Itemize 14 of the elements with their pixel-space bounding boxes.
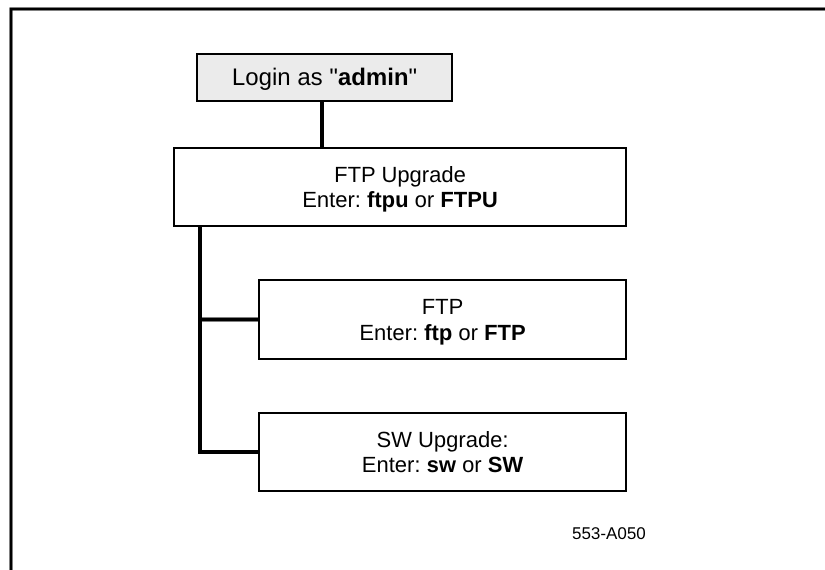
connector-line bbox=[320, 102, 324, 147]
node-instruction: Enter: ftp or FTP bbox=[359, 320, 526, 345]
process-box bbox=[173, 147, 627, 227]
node-title: Login as "admin" bbox=[232, 64, 418, 92]
title-box bbox=[196, 53, 453, 102]
node-title: FTP Upgrade bbox=[334, 162, 466, 187]
figure-number: 553-A050 bbox=[572, 524, 646, 544]
node-instruction: Enter: ftpu or FTPU bbox=[302, 187, 498, 212]
process-box bbox=[258, 279, 627, 360]
node-instruction: Enter: sw or SW bbox=[362, 452, 524, 478]
connector-line bbox=[198, 227, 258, 454]
process-box bbox=[258, 412, 627, 492]
node-title: FTP bbox=[422, 294, 464, 320]
node-title: SW Upgrade: bbox=[376, 426, 509, 452]
